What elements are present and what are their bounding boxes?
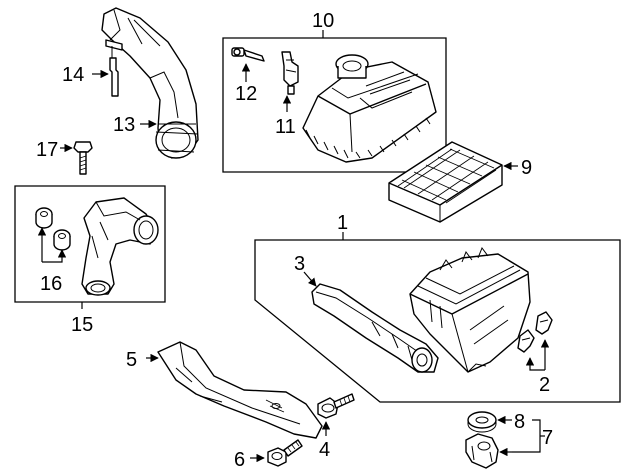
callout-14[interactable]: 14 — [62, 64, 84, 86]
intake-duct-13 — [101, 7, 199, 159]
group-1-air-cleaner-body: 1 3 — [254, 212, 621, 403]
callout-15[interactable]: 15 — [71, 314, 93, 336]
bolt-4 — [317, 393, 355, 419]
callout-4[interactable]: 4 — [319, 439, 330, 461]
air-deflector-5 — [157, 341, 323, 439]
group-15-frame — [14, 185, 166, 303]
grommet-16-lower — [53, 229, 71, 251]
grommet-16-upper — [35, 207, 53, 229]
callout-10[interactable]: 10 — [312, 10, 334, 32]
callout-3[interactable]: 3 — [294, 253, 305, 275]
callout-5[interactable]: 5 — [126, 349, 137, 371]
callout-2[interactable]: 2 — [539, 374, 550, 396]
inlet-duct-3 — [311, 283, 439, 373]
group-15-resonator: 15 16 — [14, 185, 166, 336]
group-10-cover-assembly: 10 12 11 — [222, 10, 447, 173]
group-1-frame — [254, 239, 621, 403]
clip-2-right — [535, 311, 553, 335]
callout-1[interactable]: 1 — [337, 212, 348, 234]
sensor-part-11 — [281, 51, 299, 95]
air-filter-element-9 — [388, 141, 503, 223]
bolt-6 — [267, 439, 303, 467]
bolt-17 — [73, 141, 93, 175]
grommet-8 — [467, 411, 497, 433]
callout-12[interactable]: 12 — [235, 83, 257, 105]
callout-17[interactable]: 17 — [36, 139, 58, 161]
mount-bracket-7 — [465, 433, 499, 469]
callout-13[interactable]: 13 — [113, 114, 135, 136]
callout-16[interactable]: 16 — [40, 273, 62, 295]
vent-tube-14 — [105, 39, 123, 97]
resonator-duct — [81, 197, 159, 296]
callout-8[interactable]: 8 — [514, 411, 525, 433]
clip-2-left — [517, 329, 535, 353]
callout-11[interactable]: 11 — [275, 116, 296, 138]
air-cleaner-cover — [302, 54, 437, 163]
air-cleaner-lower-housing — [409, 246, 531, 373]
callout-9[interactable]: 9 — [521, 157, 532, 179]
clip-part-12 — [231, 47, 265, 62]
callout-7[interactable]: 7 — [542, 427, 553, 449]
callout-6[interactable]: 6 — [234, 449, 245, 471]
